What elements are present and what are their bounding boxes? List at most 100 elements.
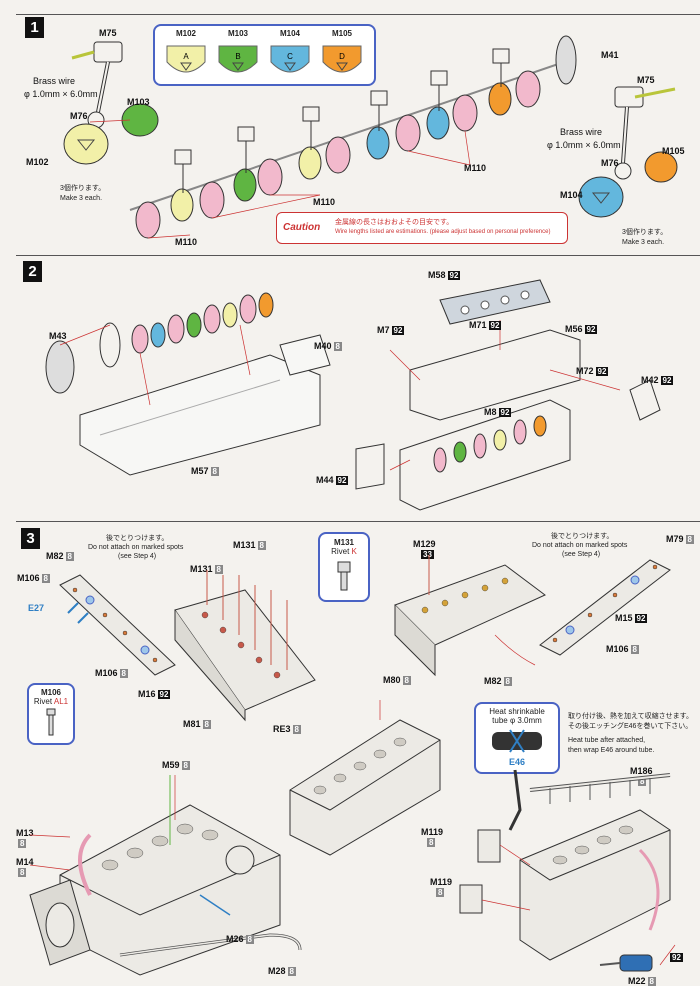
- color-part-b-letter: B: [235, 52, 240, 61]
- label-m57-tag: 8: [210, 467, 219, 476]
- label-m22-text: M22: [628, 976, 646, 986]
- color-part-d-letter: D: [339, 52, 345, 61]
- label-m71-text: M71: [469, 320, 487, 330]
- heat-tube-icon: [492, 729, 542, 753]
- label-e27: E27: [28, 603, 45, 613]
- label-m72-text: M72: [576, 366, 594, 376]
- label-m131-a-text: M131: [233, 540, 256, 550]
- valve-cover-right-illustration: [539, 559, 671, 656]
- label-m8-text: M8: [484, 407, 497, 417]
- color-part-a-letter: A: [183, 52, 189, 61]
- label-m58-tag: 92: [447, 271, 461, 280]
- cylinder-head-right-illustration: [394, 555, 546, 677]
- label-m14-text: M14: [16, 857, 34, 867]
- label-m110-a: M110: [175, 237, 198, 247]
- color-part-b-label: M103: [227, 29, 248, 38]
- label-m16-text: M16: [138, 689, 156, 699]
- label-m119-a-text: M119: [421, 827, 444, 837]
- crankshaft-illustration: [129, 35, 577, 239]
- note-left-jp: 後でとりつけます。: [106, 535, 169, 542]
- step1-rule: [16, 14, 700, 15]
- engine-block-middle-illustration: [289, 700, 441, 856]
- note-right-en1: Do not attach on marked spots: [532, 542, 628, 549]
- rivet-al-box: M106 Rivet AL1: [27, 683, 75, 745]
- heat-note-jp2: その後エッチングE46を巻いて下さい。: [568, 723, 693, 730]
- label-m7-text: M7: [377, 325, 390, 335]
- rivet-k-box: M131 Rivet K: [318, 532, 370, 602]
- valve-cover-left-illustration: [59, 574, 176, 676]
- rivet-al-code: AL1: [53, 697, 69, 706]
- crankcase-upper-illustration: [355, 279, 661, 511]
- heat-note-en2: then wrap E46 around tube.: [568, 747, 655, 754]
- label-m57-text: M57: [191, 466, 209, 476]
- rivet-k-part: M131: [333, 538, 354, 547]
- label-m105: M105: [662, 146, 685, 156]
- label-m16-tag: 92: [157, 690, 171, 699]
- color-part-c-shape: C: [270, 45, 310, 73]
- label-m42-text: M42: [641, 375, 659, 385]
- engine-assembled-left-illustration: [29, 775, 302, 976]
- label-m129-text: M129: [413, 539, 436, 549]
- color-part-b-shape: B: [218, 45, 258, 73]
- label-m59-text: M59: [162, 760, 180, 770]
- label-m119-a-tag: 8: [427, 838, 436, 847]
- label-m7-tag: 92: [391, 326, 405, 335]
- label-m186-text: M186: [630, 766, 653, 776]
- label-right-tag-92: 92: [670, 953, 683, 962]
- label-m104: M104: [560, 190, 583, 200]
- rivet-al-label: Rivet: [33, 697, 54, 706]
- note-make-jp-left: 3個作ります。: [60, 185, 106, 192]
- label-right-tag: 92: [668, 952, 683, 962]
- label-m131-b-text: M131: [190, 564, 213, 574]
- note-make-jp-right: 3個作ります。: [622, 229, 668, 236]
- cylinder-head-left-illustration: [174, 570, 316, 722]
- label-m8-tag: 92: [498, 408, 512, 417]
- label-wire-left-1: Brass wire: [33, 76, 76, 86]
- label-m110-c: M110: [464, 163, 487, 173]
- label-m72-tag: 92: [595, 367, 609, 376]
- label-m103: M103: [127, 97, 150, 107]
- color-part-a-label: M102: [175, 29, 196, 38]
- crankcase-lower-illustration: [45, 292, 331, 476]
- label-m43: M43: [49, 331, 67, 341]
- rivet-al-icon: [46, 708, 56, 736]
- label-re3-tag: 8: [292, 725, 301, 734]
- label-m76-right: M76: [601, 158, 619, 168]
- color-part-a-shape: A: [166, 45, 206, 73]
- label-m44-tag: 92: [335, 476, 349, 485]
- label-m106-b-text: M106: [95, 668, 118, 678]
- label-m129-tag-wrap: 33: [419, 549, 434, 559]
- label-m28-tag: 8: [287, 967, 296, 976]
- label-m106-a-text: M106: [17, 573, 40, 583]
- label-m71-tag: 92: [488, 321, 502, 330]
- label-e46: E46: [508, 757, 525, 767]
- rivet-al-part: M106: [40, 688, 61, 697]
- color-part-d-shape: D: [322, 45, 362, 73]
- label-m129-tag: 33: [421, 550, 434, 559]
- piston-right-illustration: [578, 86, 678, 218]
- label-wire-right-2: φ 1.0mm × 6.0mm: [547, 140, 621, 150]
- rivet-k-icon: [337, 561, 351, 591]
- label-m59-tag: 8: [181, 761, 190, 770]
- label-m106-b-tag: 8: [119, 669, 128, 678]
- label-m76-left: M76: [70, 111, 88, 121]
- label-m56-tag: 92: [584, 325, 598, 334]
- label-m79-tag: 8: [685, 535, 694, 544]
